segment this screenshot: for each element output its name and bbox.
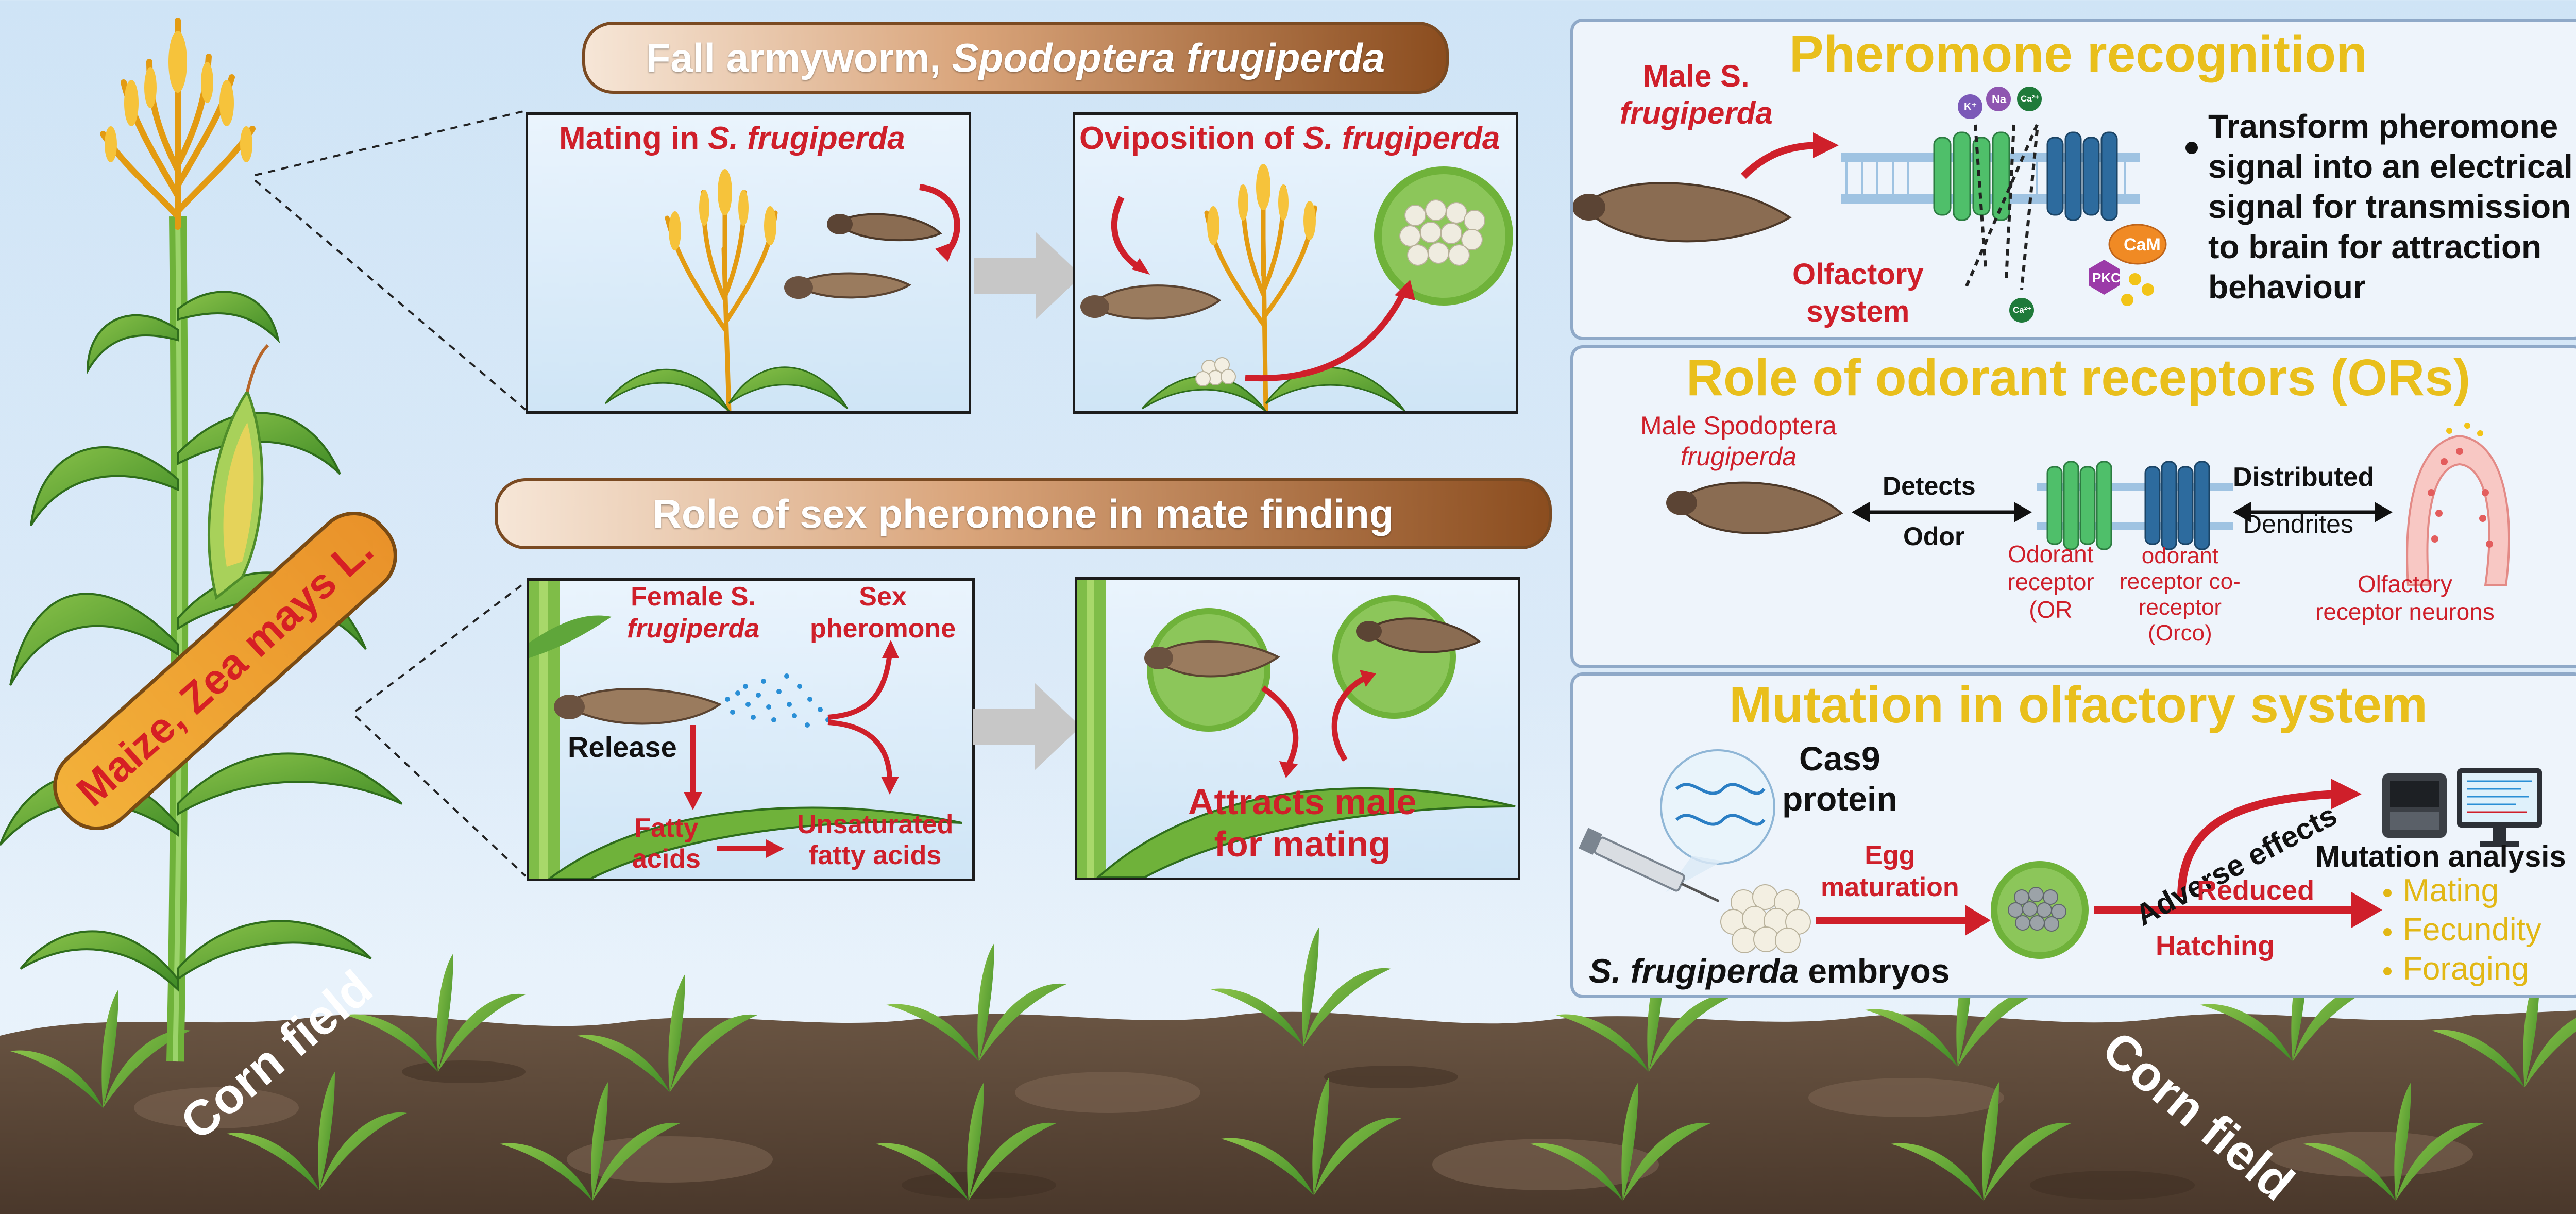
cam-label: CaM <box>2124 235 2161 255</box>
cas9-label: Cas9 protein <box>1782 739 1897 818</box>
ion-k: K⁺ <box>1964 101 1977 112</box>
distributed-label: Distributed <box>2233 462 2375 492</box>
olfactory-system-label: Olfactory system <box>1792 258 1924 328</box>
unsaturated-label: Unsaturated fatty acids <box>797 810 954 870</box>
panel-title-receptors: Role of odorant receptors (ORs) <box>1686 349 2471 407</box>
top-title-prefix: Fall armyworm, <box>646 35 952 80</box>
oviposition-illustration <box>1080 164 1513 411</box>
release-label: Release <box>568 731 677 763</box>
receptors-illustration <box>1666 423 2510 586</box>
or-label: Odorant receptor (OR <box>2007 541 2094 623</box>
recognition-illustration <box>1573 87 2198 323</box>
pkc-label: PKC <box>2092 270 2121 285</box>
panel-title-recognition: Pheromone recognition <box>1789 25 2368 83</box>
recognition-male-label: Male S. frugiperda <box>1620 59 1773 130</box>
effect-mating: Mating <box>2403 873 2499 908</box>
panel-title-mutation: Mutation in olfactory system <box>1729 676 2428 734</box>
sex-pheromone-label: Sex pheromone <box>810 582 956 644</box>
attraction-illustration <box>1077 580 1516 878</box>
ion-ca-bottom: Ca²⁺ <box>2013 305 2032 315</box>
mutation-panel: Mutation in olfactory system <box>1570 672 2576 998</box>
odor-label: Odor <box>1903 522 1965 551</box>
receptors-male-label: Male Spodoptera frugiperda <box>1640 411 1837 471</box>
moth-upper <box>827 213 942 242</box>
egg-maturation-label: Egg maturation <box>1821 840 1959 902</box>
hatching-label: Hatching <box>2156 931 2275 962</box>
attracts-label: Attracts male for mating <box>1188 782 1417 864</box>
effect-fecundity: Fecundity <box>2403 912 2541 948</box>
mutation-illustration <box>1579 749 2542 975</box>
effects-list: Mating Fecundity Foraging <box>2403 871 2541 989</box>
mating-label: Mating in S. frugiperda <box>559 121 905 156</box>
grey-arrow-top <box>974 232 1082 319</box>
recognition-bullet-text: Transform pheromone signal into an elect… <box>2208 108 2573 306</box>
ion-ca-top: Ca²⁺ <box>2021 94 2040 104</box>
egg-cluster <box>1399 199 1485 266</box>
female-label: Female S. frugiperda <box>627 582 760 644</box>
oviposition-label: Oviposition of S. frugiperda <box>1079 121 1500 156</box>
mating-frame: Mating in S. frugiperda <box>526 112 971 414</box>
moth-lower <box>784 272 912 299</box>
odorant-receptors-panel: Role of odorant receptors (ORs) Mal <box>1570 345 2576 668</box>
attraction-frame: Attracts male for mating <box>1075 577 1520 880</box>
mutation-analysis-label: Mutation analysis <box>2315 840 2566 873</box>
zoom-lines <box>254 110 527 877</box>
release-illustration <box>529 581 962 879</box>
dendrites-label: Dendrites <box>2243 510 2353 538</box>
mating-illustration <box>604 169 960 411</box>
ion-na: Na <box>1992 93 2007 106</box>
release-frame: Female S. frugiperda Sex pheromone Relea… <box>527 578 975 881</box>
top-section-title: Fall armyworm, Spodoptera frugiperda <box>582 22 1449 94</box>
detects-label: Detects <box>1883 471 1976 500</box>
orco-label: odorant receptor co- receptor (Orco) <box>2120 543 2241 646</box>
fatty-acids-label: Fatty acids <box>632 813 701 874</box>
grey-arrow-middle <box>973 683 1081 770</box>
oviposition-frame: Oviposition of S. frugiperda <box>1073 112 1518 414</box>
effect-foraging: Foraging <box>2403 951 2529 987</box>
reduced-label: Reduced <box>2197 875 2315 906</box>
middle-section-title: Role of sex pheromone in mate finding <box>495 478 1552 549</box>
pheromone-recognition-panel: Pheromone recognition <box>1570 19 2576 340</box>
embryos-label: S. frugiperda embryos <box>1589 952 1950 990</box>
top-title-species: Spodoptera frugiperda <box>952 35 1385 80</box>
neurons-label: Olfactory receptor neurons <box>2315 570 2495 625</box>
